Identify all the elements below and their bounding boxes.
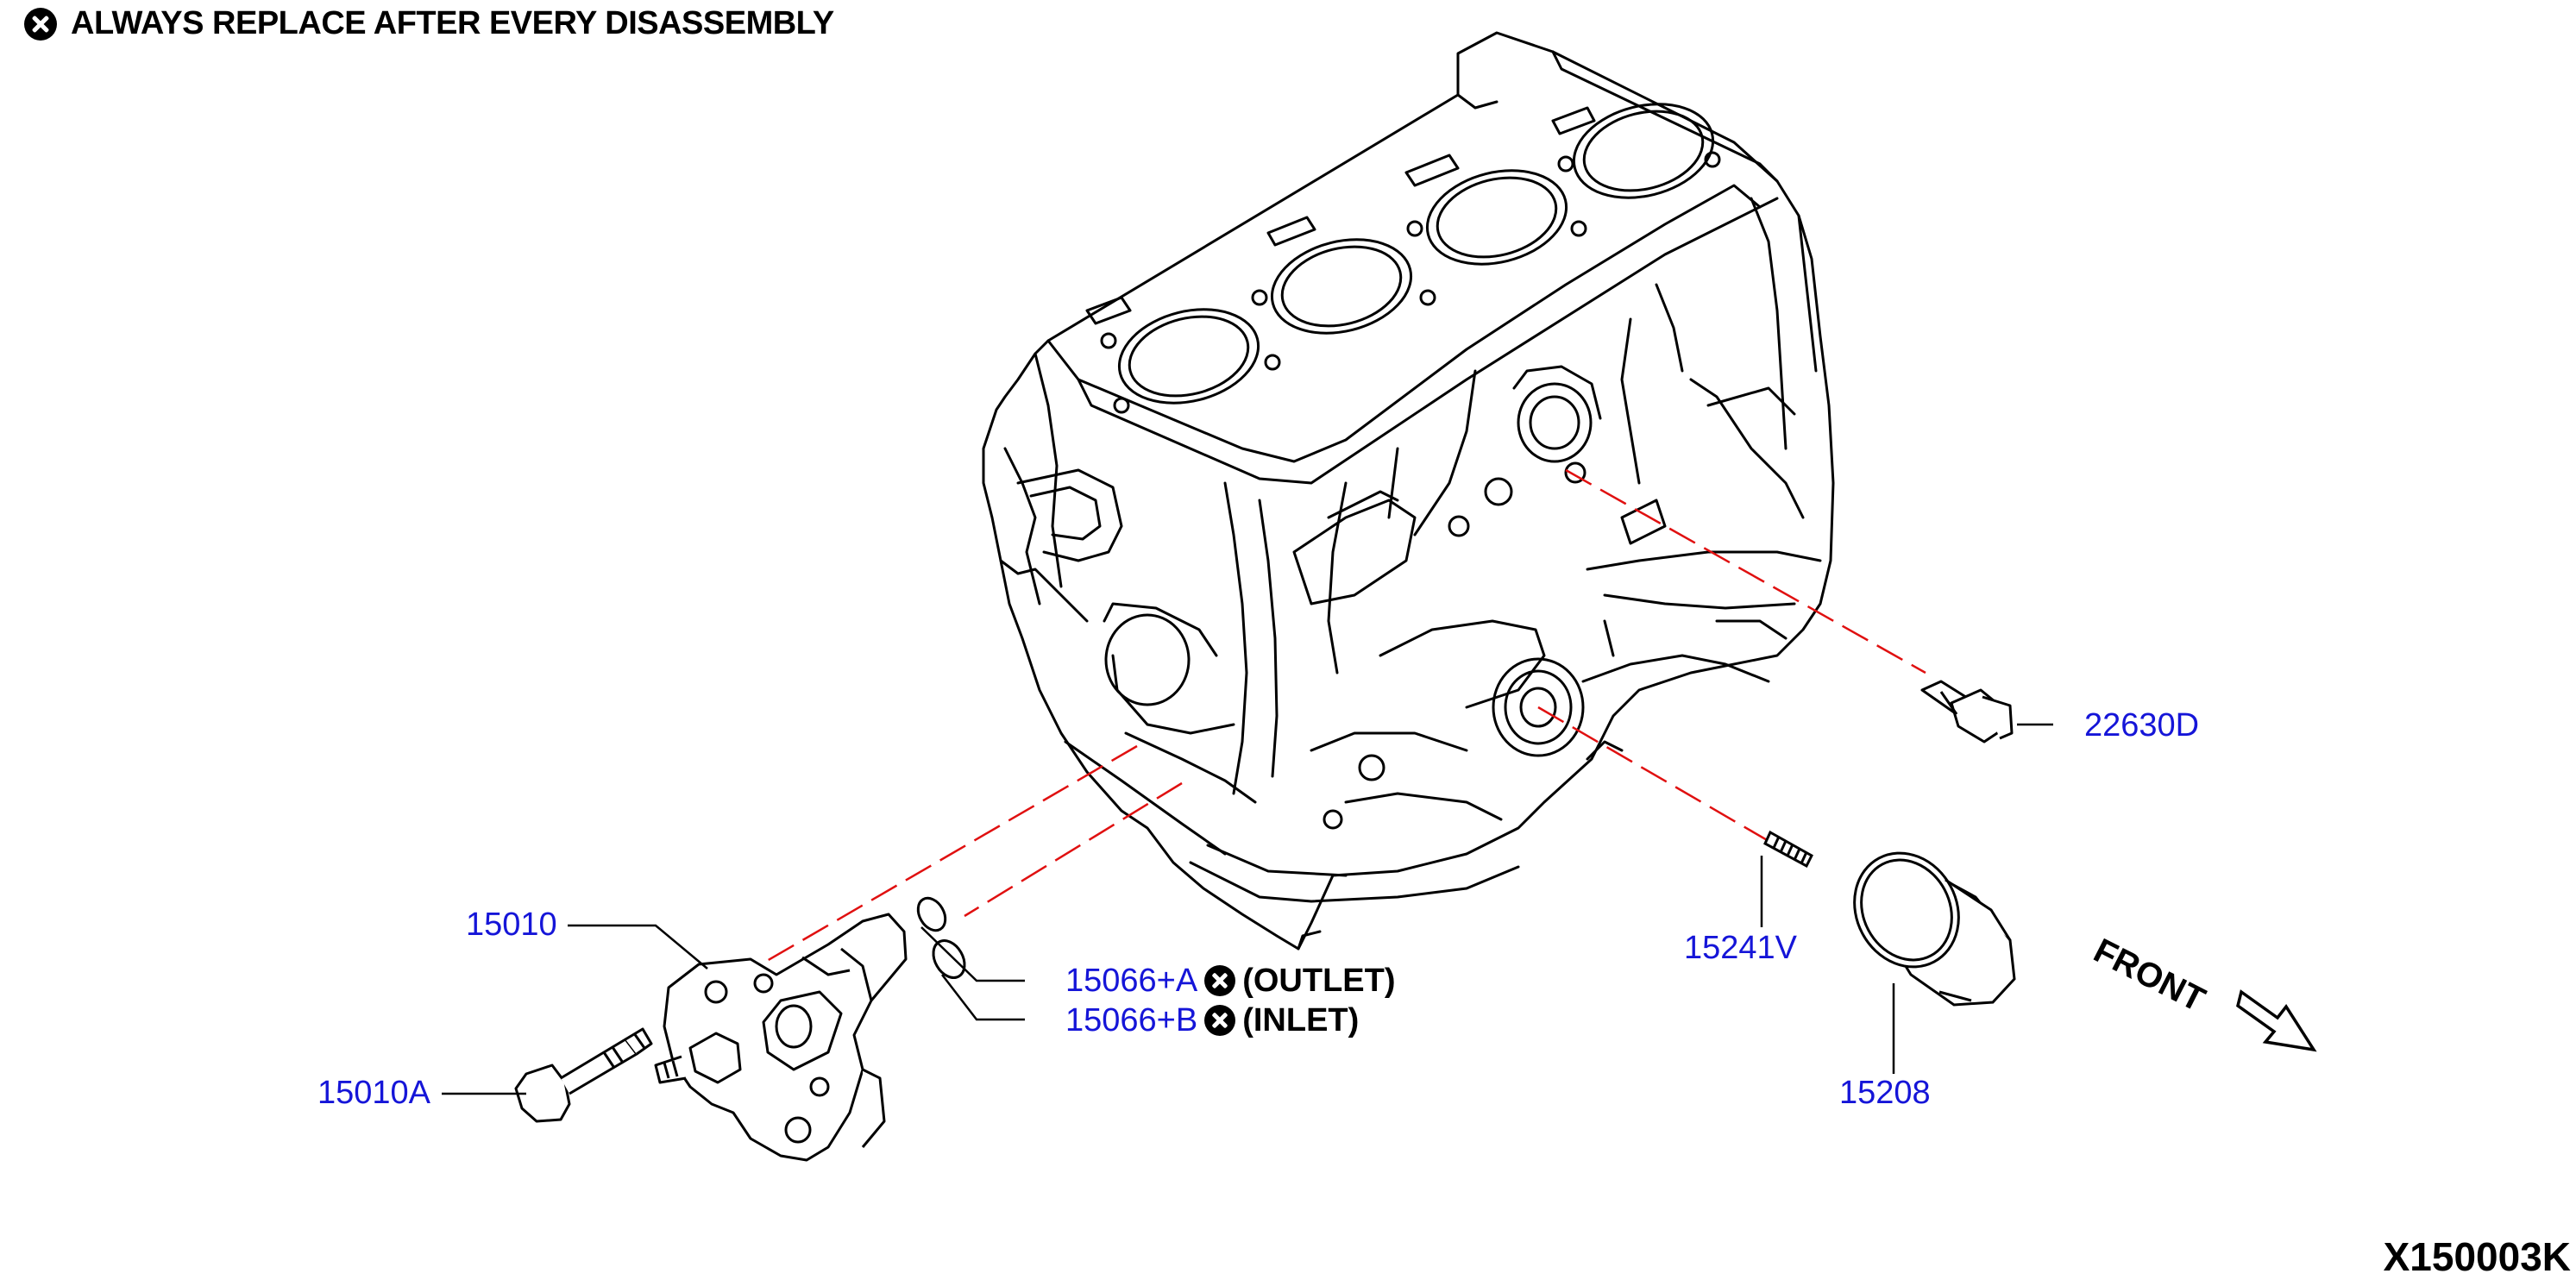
legend-text: ALWAYS REPLACE AFTER EVERY DISASSEMBLY bbox=[71, 5, 834, 41]
part-number-15241V: 15241V bbox=[1684, 930, 1798, 966]
x-circle-icon bbox=[1204, 965, 1236, 996]
oil-pump-drawing bbox=[654, 913, 908, 1162]
assembly-leader-lines bbox=[750, 468, 1926, 972]
part-number-15010: 15010 bbox=[466, 907, 557, 943]
part-number-15066A: 15066+A bbox=[1065, 963, 1198, 999]
outlet-note: (OUTLET) bbox=[1242, 963, 1396, 999]
oil-pressure-sensor-drawing bbox=[1920, 680, 2014, 744]
o-ring-seals-drawing bbox=[916, 896, 966, 979]
o-ring-inlet-callout: 15066+B (INLET) bbox=[1065, 1004, 1359, 1037]
o-ring-outlet-callout: 15066+A (OUTLET) bbox=[1065, 964, 1396, 997]
part-number-15208: 15208 bbox=[1839, 1075, 1931, 1111]
replace-legend: ALWAYS REPLACE AFTER EVERY DISASSEMBLY bbox=[24, 5, 834, 42]
x-circle-icon bbox=[24, 7, 57, 41]
bolt-drawing bbox=[514, 1027, 653, 1123]
part-number-15010A: 15010A bbox=[317, 1075, 431, 1111]
inlet-note: (INLET) bbox=[1242, 1002, 1360, 1038]
oil-filter-drawing bbox=[1853, 851, 2016, 1007]
stud-drawing bbox=[1763, 830, 1813, 869]
figure-id: X150003K bbox=[2383, 1234, 2571, 1279]
part-number-15066B: 15066+B bbox=[1065, 1002, 1198, 1038]
x-circle-icon bbox=[1204, 1005, 1236, 1036]
engine-block-drawing bbox=[982, 31, 1835, 951]
part-number-22630D: 22630D bbox=[2084, 707, 2200, 744]
front-arrow-icon bbox=[2236, 989, 2317, 1052]
callout-leaders bbox=[442, 723, 2053, 1095]
